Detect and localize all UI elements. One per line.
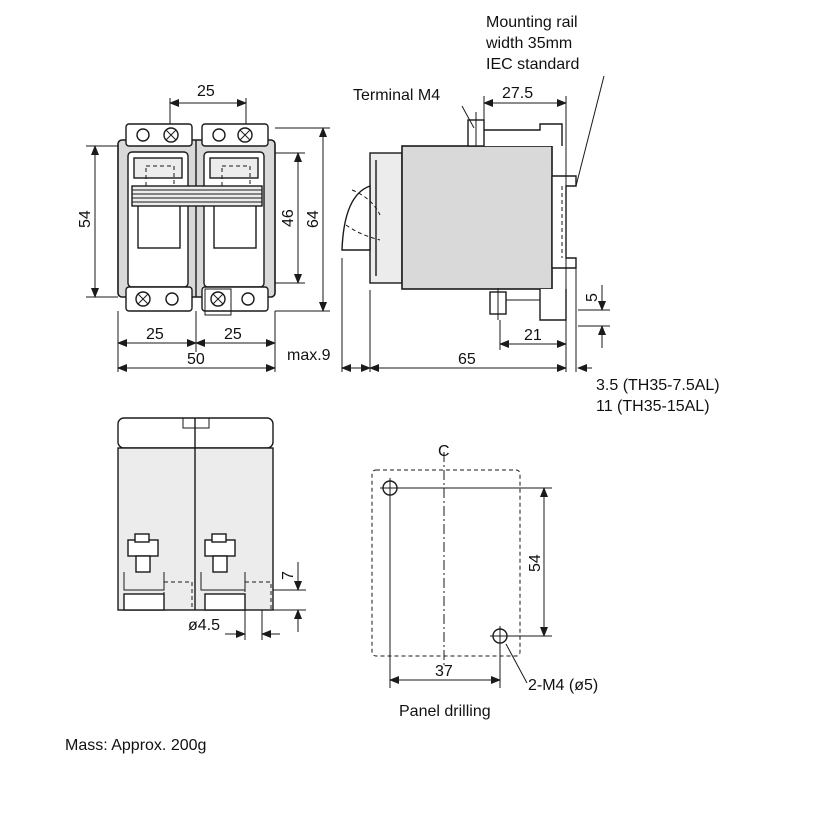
- dim-side-bottom: 21: [524, 327, 542, 344]
- dim-front-inner: 46: [280, 209, 297, 227]
- label-rail-note-1: 3.5 (TH35-7.5AL): [596, 377, 720, 394]
- label-rail-3: IEC standard: [486, 56, 579, 73]
- label-terminal: Terminal M4: [353, 87, 440, 104]
- label-mass: Mass: Approx. 200g: [65, 737, 206, 754]
- panel-drilling-view: 54 37: [371, 452, 552, 688]
- dim-side-rail-offset: 27.5: [502, 85, 533, 102]
- dim-side-small: 5: [584, 293, 601, 302]
- front-view: 25 54 46 64 25 25 50: [77, 83, 330, 372]
- side-view: 27.5 max.9 65 21 5: [287, 75, 610, 372]
- dim-front-right: 25: [224, 326, 242, 343]
- dim-front-left: 25: [146, 326, 164, 343]
- dim-side-depth: 65: [458, 351, 476, 368]
- dim-front-pitch: 25: [197, 83, 215, 100]
- label-rail-2: width 35mm: [485, 35, 572, 52]
- label-holes: 2-M4 (ø5): [528, 677, 598, 694]
- dim-drill-width: 37: [435, 663, 453, 680]
- dim-side-max: max.9: [287, 347, 331, 364]
- label-rail-note-2: 11 (TH35-15AL): [596, 398, 710, 415]
- label-panel-drilling: Panel drilling: [399, 703, 491, 720]
- dim-bottom-hole: ø4.5: [188, 617, 220, 634]
- label-rail-1: Mounting rail: [486, 14, 578, 31]
- dim-front-height: 54: [77, 210, 94, 228]
- dim-drill-height: 54: [527, 554, 544, 572]
- dim-front-total: 50: [187, 351, 205, 368]
- dim-front-overall: 64: [305, 210, 322, 228]
- label-centerline: C: [438, 443, 450, 460]
- bottom-view: 7 ø4.5: [117, 417, 306, 640]
- dim-bottom-height: 7: [280, 571, 297, 580]
